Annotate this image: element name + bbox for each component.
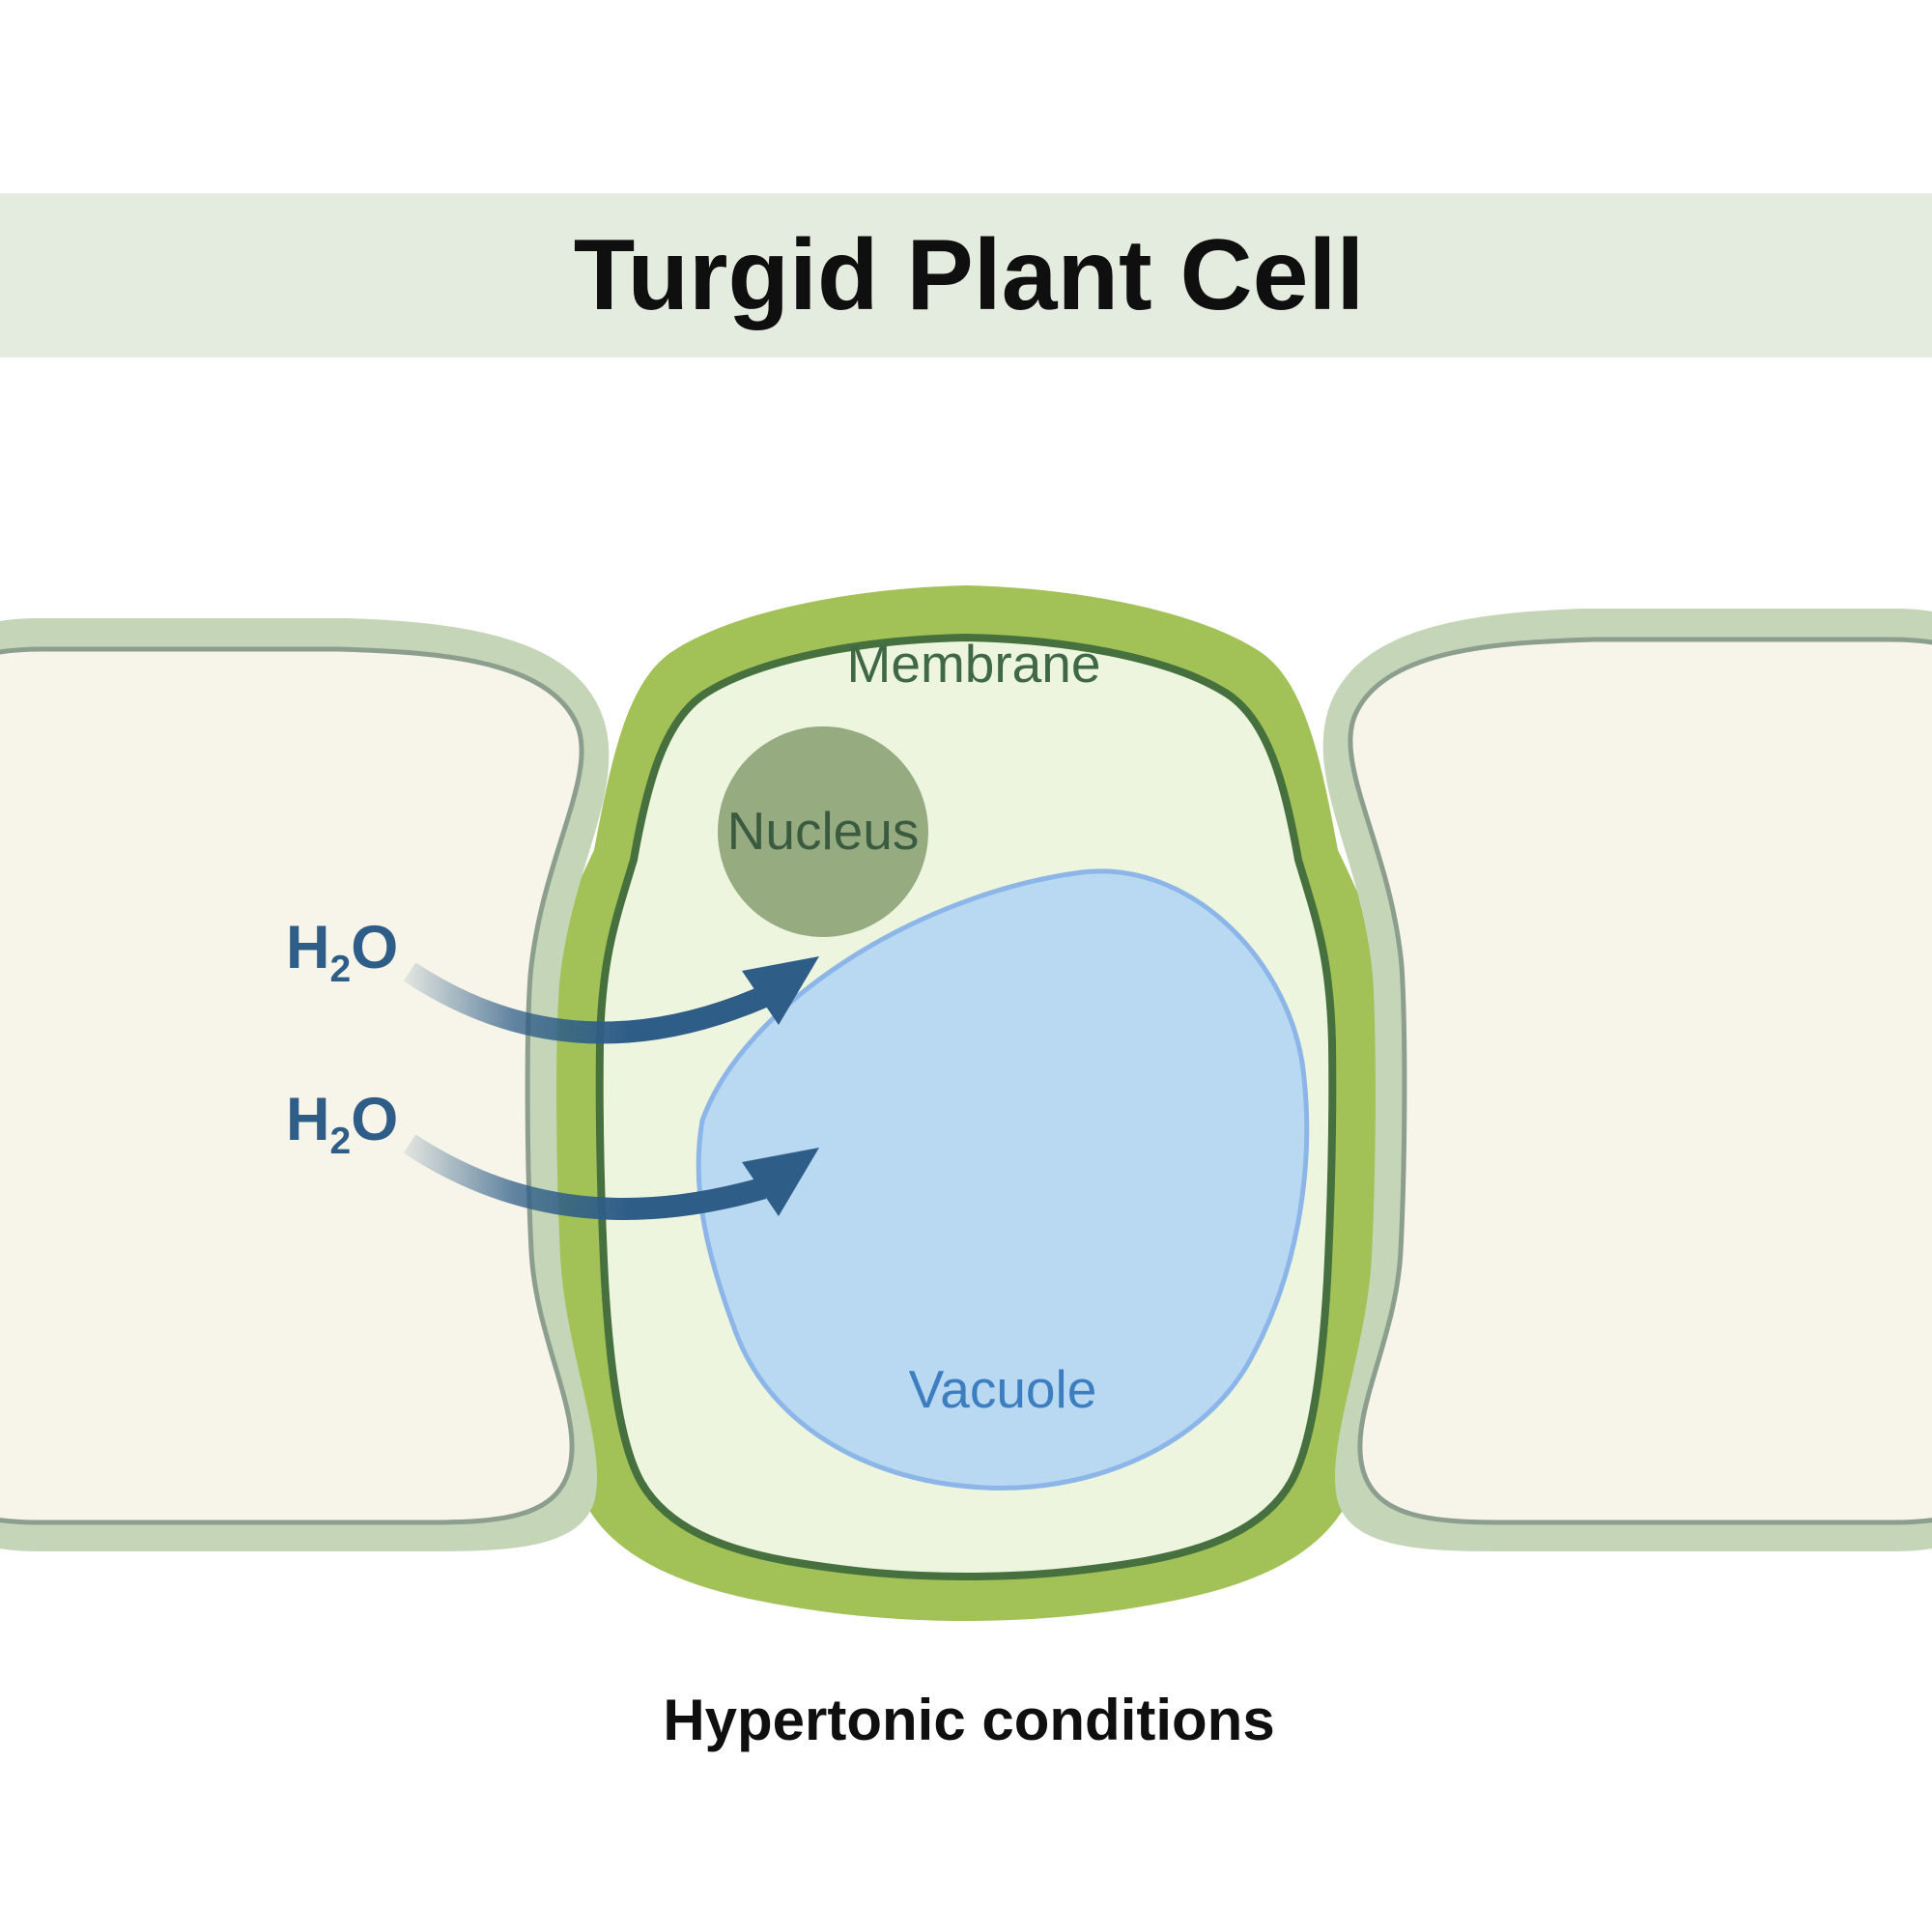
membrane-label: Membrane (847, 634, 1101, 694)
neighbor-cell-left-body (0, 646, 584, 1525)
vacuole-label: Vacuole (909, 1359, 1097, 1419)
water-arrow-top-shaft (403, 962, 768, 1044)
water-label-top-main: H (286, 914, 330, 981)
water-arrow-bottom-shaft (403, 1134, 767, 1221)
water-arrow-bottom-head (742, 1148, 819, 1216)
water-arrow-top-head (742, 956, 819, 1025)
nucleus-label: Nucleus (727, 801, 920, 861)
neighbor-cell-right-body (1348, 637, 1932, 1525)
neighbor-cell-right (1322, 609, 1932, 1551)
water-arrow-top (403, 956, 819, 1044)
neighbor-cell-left (0, 618, 610, 1551)
water-label-top-subscript: 2 (330, 949, 352, 990)
water-label-top-tail: O (351, 914, 398, 981)
water-label-bottom-subscript: 2 (330, 1121, 352, 1162)
water-label-bottom-main: H (286, 1086, 330, 1153)
water-arrow-bottom (403, 1134, 819, 1221)
water-label-top: H2O (286, 914, 398, 990)
water-label-bottom-tail: O (351, 1086, 398, 1153)
caption: Hypertonic conditions (663, 1688, 1274, 1752)
title-banner (0, 193, 1932, 357)
nucleus (718, 726, 928, 937)
page-title: Turgid Plant Cell (574, 219, 1365, 331)
vacuole (696, 868, 1310, 1491)
water-label-bottom: H2O (286, 1086, 398, 1162)
